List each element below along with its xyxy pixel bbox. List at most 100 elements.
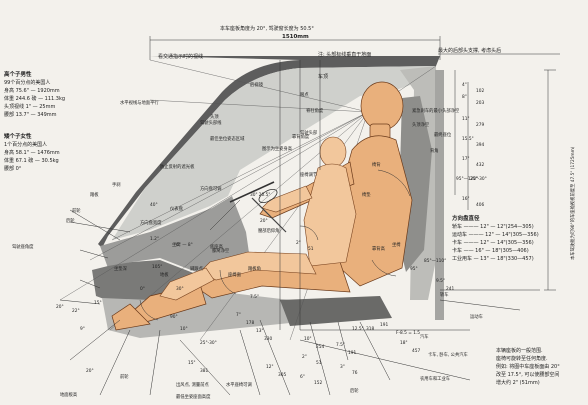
- vehicle-1: 运动车: [470, 313, 484, 320]
- callout-15: 前轮: [72, 207, 81, 214]
- dim-4: 30°: [176, 286, 184, 292]
- dim-37: 191: [348, 350, 356, 356]
- callout-26: 地板: [160, 271, 169, 278]
- vision-note: 注: 头部标线垂直于地面: [318, 51, 371, 58]
- callout-11: 座椅调节: [300, 171, 318, 178]
- dim-44: 12": [266, 364, 273, 370]
- dim-10: 10°: [180, 326, 188, 332]
- dim-24: 15.5": [462, 136, 474, 142]
- dim-59: 2": [296, 240, 301, 246]
- right-note-0: 本辆座板的一般范围.: [496, 347, 543, 354]
- callout-labels: 水平视线与地面平行驾驶头部线最佳坐位姿态区域图示为坐姿身高防止反射的遮光板头顶仪…: [12, 81, 459, 278]
- dim-22: 11": [462, 116, 469, 122]
- female-line-2: 体重 67.1 磅 — 30.5kg: [4, 157, 59, 164]
- callout-9: 后视镜: [250, 81, 264, 88]
- callout-10: 驾驶头部: [300, 129, 318, 136]
- bottom-2: 最低坐姿座面高度: [176, 393, 211, 400]
- male-line-0: 99个百分点的美国人: [4, 79, 50, 86]
- steering-title: 方向盘直径: [452, 214, 480, 222]
- sight-ray-2: [111, 111, 369, 241]
- callout-1: 驾驶头部线: [200, 119, 222, 126]
- callout-32: 眼点: [300, 92, 309, 98]
- dim-7: 20°: [56, 304, 64, 310]
- dim-56: F-8.5 = 1.5: [396, 330, 420, 336]
- dim-2: 30" 20.5": [250, 192, 270, 198]
- dim-51: 13": [256, 328, 263, 334]
- callout-22: 膝窝净空: [212, 247, 229, 254]
- dim-1: 1.2": [150, 236, 159, 242]
- dim-14: 95°: [410, 266, 418, 272]
- callout-8: 方向盘可调: [200, 185, 221, 192]
- vehicle-0: 轿车: [440, 291, 449, 298]
- bottom-3: 水平座椅可调: [226, 381, 252, 388]
- female-title: 矮个子女性: [4, 132, 32, 140]
- callout-6: 仪表盘: [170, 205, 184, 212]
- dim-46: 15": [188, 360, 195, 366]
- dim-36: 7.5": [336, 342, 345, 348]
- callout-5: 头顶: [210, 113, 219, 120]
- dim-39: 51: [316, 360, 322, 366]
- bottom-4: 前轮: [120, 373, 129, 380]
- callout-7: 方向盘宽度: [140, 219, 162, 226]
- callout-16: 后轮: [66, 217, 75, 224]
- female-mannequin: [159, 136, 357, 301]
- dim-17: 25°-30°: [470, 176, 487, 182]
- callout-30: 最终座位: [434, 131, 452, 138]
- callout-36: 脚跟点: [190, 265, 204, 272]
- vehicle-3: 卡车, 卧车, 公共汽车: [428, 351, 469, 358]
- bottom-5: 后轮: [350, 387, 359, 394]
- dim-18: 4": [462, 82, 467, 88]
- callout-17: 驾驶座角度: [12, 243, 34, 250]
- dim-9: 90°: [170, 314, 178, 320]
- male-info: 高个子男性 99个百分点的美国人 身高 75.6" — 1920mm 体重 24…: [4, 70, 65, 118]
- dim-3: 20°: [260, 218, 268, 224]
- dim-16: 95°—120°: [456, 176, 478, 182]
- dim-49: 7": [236, 312, 241, 318]
- dim-25: 394: [476, 142, 484, 148]
- steering-row-0: 轿车 ——— 12" — 12"(254—305): [452, 223, 534, 230]
- female-line-1: 身高 58.1" — 1476mm: [4, 149, 60, 156]
- width-label: 1510mm: [282, 34, 309, 40]
- steering-row-4: 工业用车 — 13" — 18"(330—457): [452, 255, 534, 262]
- callout-19: 手刹: [112, 181, 121, 188]
- right-note-2: 例如: 将图中车座板面由 20°: [496, 363, 560, 370]
- bottom-0: 地面板高: [60, 391, 78, 398]
- dim-53: 20°: [86, 368, 94, 374]
- dim-31: 241: [446, 286, 454, 292]
- callout-23: 踏板角: [248, 265, 261, 272]
- male-title: 高个子男性: [4, 70, 32, 78]
- bottom-1: 出风点, 测量前点: [176, 381, 210, 388]
- vehicle-2: 汽车: [420, 333, 429, 340]
- dim-45: 305: [278, 372, 286, 378]
- dim-54: 7.5": [250, 294, 259, 300]
- male-line-4: 腰部 13.7" — 349mm: [4, 111, 57, 118]
- headrest-note: 最大的后部头支撑, 考虑头后: [438, 47, 501, 54]
- dim-35: 254: [316, 344, 324, 350]
- callout-18: 踏板: [90, 191, 99, 198]
- dim-0: 6° — 8°: [176, 242, 193, 248]
- callout-25: 坐垫深: [114, 265, 128, 272]
- dim-13: 105°: [152, 264, 162, 270]
- dim-47: 381: [200, 368, 208, 374]
- windshield-glass: [112, 66, 436, 240]
- callout-20: 坐高: [172, 241, 181, 248]
- roof-tag: 车顶: [318, 73, 328, 80]
- callout-33: 头顶净空: [412, 121, 429, 128]
- dim-29: 406: [476, 202, 484, 208]
- wide-angle-note: 看交通指示时的视线: [158, 53, 203, 60]
- dim-40: 3": [340, 364, 345, 370]
- callout-29: 椅垫: [362, 191, 371, 198]
- dim-11: 25°-30°: [200, 340, 217, 346]
- angle-arcs: [139, 169, 411, 321]
- dim-38: 2": [302, 354, 307, 360]
- dim-48: 15°: [94, 300, 102, 306]
- right-pillar: [435, 70, 444, 320]
- steering-row-2: 卡车 ——— 12" — 14"(305—356): [452, 239, 534, 246]
- dim-32: 12.5": [352, 326, 364, 332]
- callout-0: 水平视线与地面平行: [120, 99, 159, 106]
- female-line-0: 1个百分点的美国人: [4, 141, 47, 148]
- callout-28: 椅背: [372, 161, 381, 168]
- dim-41: 76: [352, 370, 358, 376]
